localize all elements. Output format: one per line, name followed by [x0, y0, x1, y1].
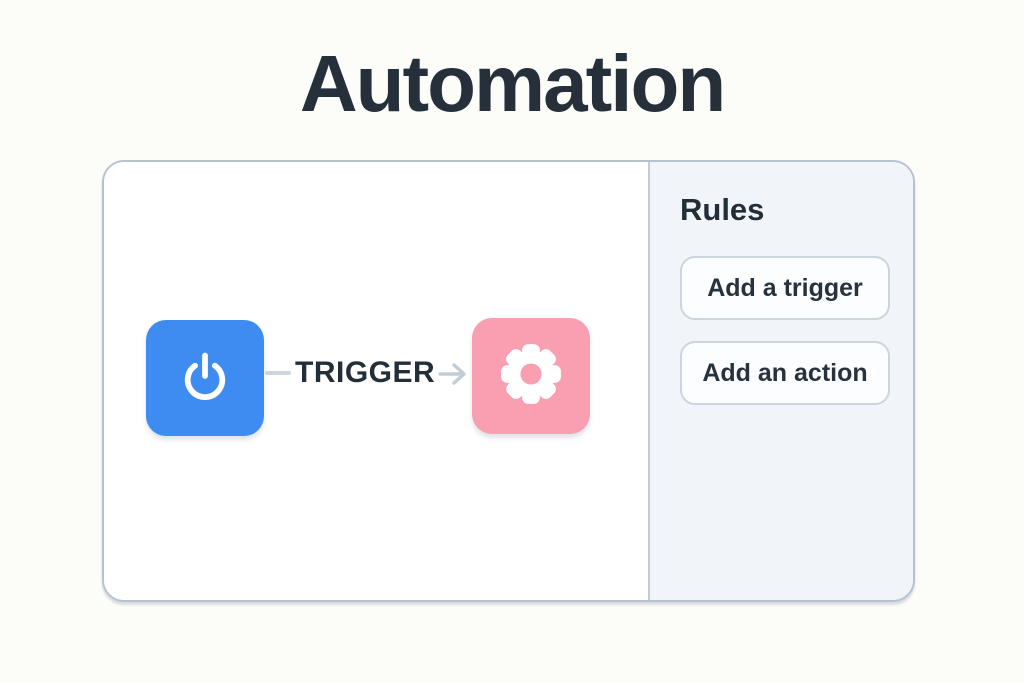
automation-panel: TRIGGER — [102, 160, 915, 602]
rules-heading: Rules — [680, 192, 765, 227]
rules-panel: Rules Add a trigger Add an action — [648, 162, 913, 600]
connector-label: TRIGGER — [295, 356, 436, 389]
add-trigger-button[interactable]: Add a trigger — [680, 256, 890, 320]
power-icon — [173, 344, 237, 413]
add-action-button[interactable]: Add an action — [680, 341, 890, 405]
gear-icon — [497, 340, 565, 413]
trigger-node[interactable] — [146, 320, 264, 436]
page-title: Automation — [299, 39, 726, 128]
arrow-right-icon — [437, 360, 469, 393]
action-node[interactable] — [472, 318, 590, 434]
flow-canvas: TRIGGER — [104, 162, 648, 600]
connector-line — [265, 371, 291, 375]
